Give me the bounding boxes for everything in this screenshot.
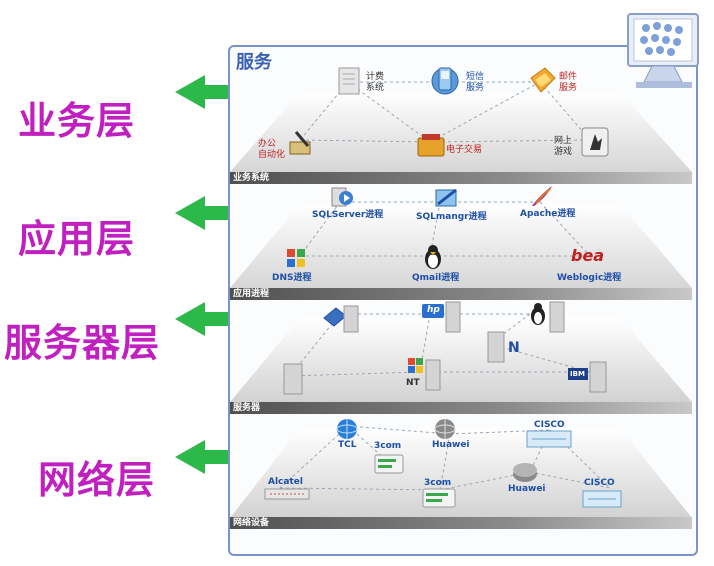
network-plane — [230, 425, 692, 518]
application-plane — [230, 201, 692, 288]
3com-switch-bottom-icon — [422, 488, 456, 508]
office-automation-label: 办公 自动化 — [258, 139, 286, 160]
windows-dns-icon — [287, 249, 305, 267]
business-band-label: 业务系统 — [233, 173, 270, 183]
3com-top-label: 3com — [374, 441, 402, 451]
application-band-label: 应用进程 — [233, 289, 270, 299]
sms-service-icon — [431, 67, 459, 95]
server-band-bar: 服务器 — [230, 402, 692, 414]
sqlmangr-icon — [435, 188, 457, 207]
business-layer-label: 业务层 — [18, 98, 136, 143]
3com-switch-top-icon — [374, 454, 404, 474]
sqlmangr-label: SQLmangr进程 — [416, 212, 487, 222]
mail-service-icon — [530, 67, 556, 93]
sms-service-label: 短信 服务 — [466, 72, 485, 93]
hp-logo: hp — [427, 305, 440, 315]
online-game-icon — [581, 127, 609, 157]
3com-bottom-label: 3com — [424, 478, 452, 488]
ecommerce-label: 电子交易 — [446, 145, 483, 155]
apache-label: Apache进程 — [520, 209, 576, 219]
monitor-icon — [627, 13, 699, 88]
netware-n-label: N — [508, 340, 520, 356]
huawei-top-globe-icon — [434, 419, 456, 439]
apache-feather-icon — [532, 186, 552, 206]
ibm-logo: IBM — [570, 370, 585, 378]
huawei-bottom-label: Huawei — [508, 484, 546, 494]
ecommerce-icon — [417, 134, 445, 157]
hp-server-icon — [422, 301, 461, 333]
linux-penguin-icon — [425, 245, 441, 269]
huawei-router-icon — [513, 463, 537, 482]
alcatel-device-icon — [264, 488, 310, 500]
tcl-label: TCL — [338, 440, 357, 450]
dns-label: DNS进程 — [272, 273, 312, 283]
cisco-bottom-label: CISCO — [584, 478, 615, 488]
network-layer-label: 网络层 — [38, 457, 156, 502]
qmail-label: Qmail进程 — [412, 273, 460, 283]
cisco-top-switch-icon — [526, 430, 572, 448]
billing-system-icon — [338, 67, 360, 95]
mail-service-label: 邮件 服务 — [559, 72, 578, 93]
server-bottom-left-icon — [283, 363, 303, 395]
online-game-label: 网上 游戏 — [554, 136, 573, 157]
nt-label: NT — [406, 378, 420, 388]
application-layer-label: 应用层 — [18, 216, 136, 261]
weblogic-label: Weblogic进程 — [557, 273, 622, 283]
linux-server-icon — [531, 301, 565, 333]
cisco-bottom-switch-icon — [582, 490, 622, 508]
network-band-label: 网络设备 — [233, 518, 270, 528]
alcatel-label: Alcatel — [268, 477, 303, 487]
ibm-server-icon — [568, 361, 607, 393]
billing-system-label: 计费 系统 — [366, 72, 385, 93]
server-band-label: 服务器 — [233, 403, 261, 413]
tcl-globe-icon — [336, 419, 358, 439]
huawei-top-label: Huawei — [432, 440, 470, 450]
sqlserver-label: SQLServer进程 — [312, 210, 384, 220]
business-band-bar: 业务系统 — [230, 172, 692, 184]
server-top-left-icon — [323, 305, 359, 333]
netware-server-icon — [487, 331, 505, 363]
server-plane — [230, 313, 692, 402]
bea-logo: bea — [571, 246, 605, 265]
cisco-top-label: CISCO — [534, 420, 565, 430]
network-band-bar: 网络设备 — [230, 517, 692, 529]
sqlserver-icon — [331, 187, 353, 207]
office-automation-icon — [289, 131, 311, 155]
server-layer-label: 服务器层 — [4, 320, 161, 365]
windows-nt-server-icon — [408, 358, 441, 391]
application-band-bar: 应用进程 — [230, 288, 692, 300]
panel-title: 服务 — [236, 52, 272, 73]
